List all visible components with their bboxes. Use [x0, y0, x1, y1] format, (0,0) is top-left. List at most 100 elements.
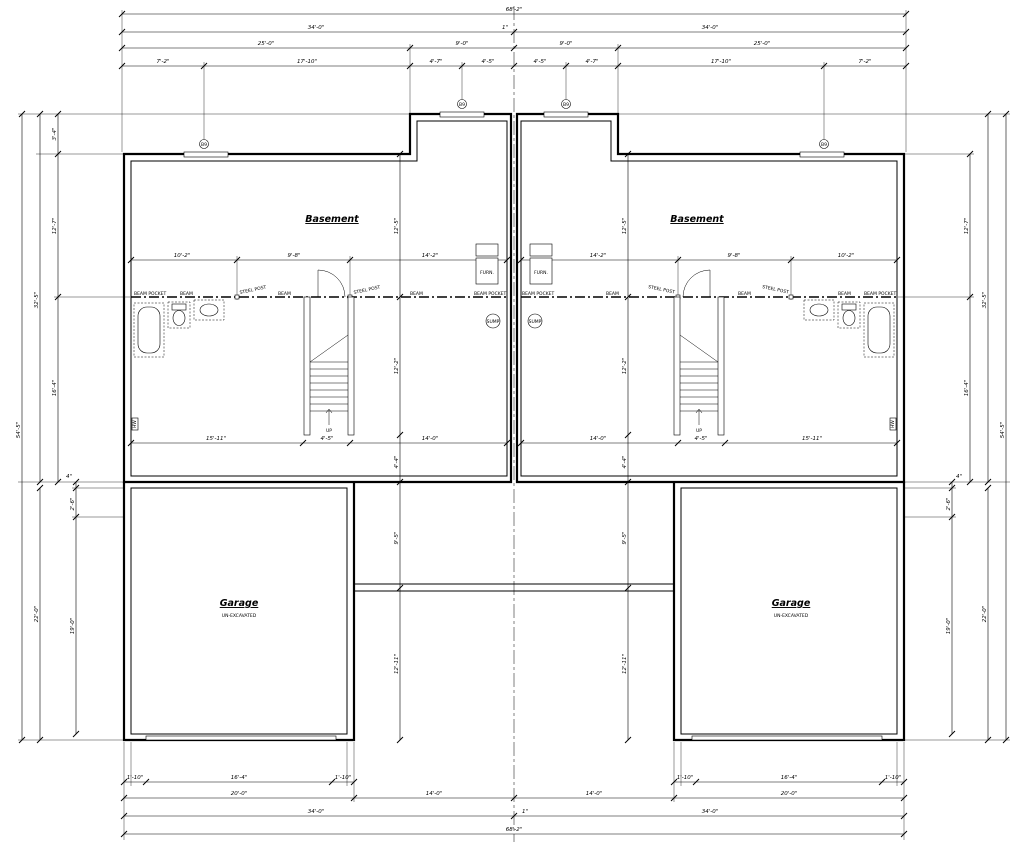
- note-steel-post-l2: STEEL POST: [353, 284, 381, 296]
- dim-row3-r4: 7'-2": [858, 59, 871, 65]
- dim-v-upper-left: 12'-7": [52, 218, 58, 235]
- dim-lower-l3: 14'-0": [422, 436, 439, 442]
- dim-bot-g3-right: 1'-10": [885, 775, 902, 781]
- window-tag-2: B9: [459, 102, 465, 108]
- room-label-garage-left: Garage: [220, 598, 259, 609]
- dim-bot-party: 1": [522, 809, 528, 815]
- dim-row2-right-b: 25'-0": [754, 41, 771, 47]
- dim-base-r2: 9'-8": [727, 253, 740, 259]
- dim-row3-r3: 17'-10": [711, 59, 731, 65]
- top-dimensions: 68'-2" 34'-0" 34'-0" 1" 25'-0" 9'-0" 9'-…: [118, 7, 910, 152]
- dim-v-base-left: 32'-5": [34, 292, 40, 309]
- dim-base-l3: 14'-2": [422, 253, 439, 259]
- note-beam-pocket-l2: BEAM POCKET: [474, 291, 507, 297]
- note-beam-r2: BEAM: [738, 291, 751, 297]
- dim-v-small-right: 4": [956, 474, 962, 480]
- tub-rough-in-right: [863, 302, 895, 358]
- room-label-basement-left: Basement: [305, 214, 359, 225]
- sump-icon: [527, 313, 543, 329]
- note-beam-l1: BEAM: [180, 291, 193, 297]
- dim-lower-r2: 4'-5": [694, 436, 707, 442]
- sink-icon: [199, 303, 219, 317]
- fixtures-left: HW FURN. SUMP: [131, 243, 501, 431]
- window-tag-icon: [561, 99, 571, 109]
- stairs-up-left: UP: [326, 428, 332, 434]
- dim-v-mid-d-left: 9'-5": [394, 531, 400, 544]
- dim-v-mid-d-right: 9'-5": [622, 531, 628, 544]
- dim-half-top-right: 34'-0": [702, 25, 719, 31]
- furnace-icon: [475, 243, 499, 257]
- window-tag-3: B9: [563, 102, 569, 108]
- furnace-label-right: FURN.: [534, 270, 548, 276]
- dim-bot-r: 20'-0": [781, 791, 798, 797]
- dim-v-base-right: 32'-5": [982, 292, 988, 309]
- dim-row3-r2: 4'-7": [585, 59, 598, 65]
- dim-v-mid-e-left: 12'-11": [394, 654, 400, 674]
- window-tag-icon: [819, 139, 829, 149]
- dim-v-bump-left: 3'-4": [52, 127, 58, 140]
- dim-row3-r1: 4'-5": [533, 59, 546, 65]
- note-beam-pocket-r2: BEAM POCKET: [864, 291, 897, 297]
- dim-v-small2-left: 2'-6": [70, 497, 76, 510]
- water-heater-icon: [889, 417, 897, 431]
- dim-v-total-right: 54'-5": [1000, 422, 1006, 439]
- dim-row3-l3: 4'-7": [429, 59, 442, 65]
- dim-row2-left-b: 9'-0": [455, 41, 468, 47]
- interior-vertical-dimensions: 12'-5" 12'-2" 4'-4" 9'-5" 12'-11" 12'-5"…: [394, 150, 632, 744]
- dim-v-small-left: 4": [66, 474, 72, 480]
- room-label-basement-right: Basement: [670, 214, 724, 225]
- dim-row3-l1: 7'-2": [156, 59, 169, 65]
- dim-v-mid-c-left: 4'-4": [394, 455, 400, 468]
- dim-row3-l2: 17'-10": [297, 59, 317, 65]
- dim-bot-g3-left: 1'-10": [335, 775, 352, 781]
- dim-bot-mid-r: 14'-0": [586, 791, 603, 797]
- dim-bot-g1-right: 1'-10": [677, 775, 694, 781]
- sump-label-right: SUMP: [529, 319, 542, 325]
- tub-rough-in-left: [133, 302, 165, 358]
- dim-bot-g2-right: 16'-4": [781, 775, 798, 781]
- dim-v-mid-a-left: 12'-5": [394, 218, 400, 235]
- dim-v-garage-in-left: 19'-0": [70, 618, 76, 635]
- note-beam-l2: BEAM: [278, 291, 291, 297]
- note-beam-pocket-l1: BEAM POCKET: [134, 291, 167, 297]
- note-steel-post-r2: STEEL POST: [762, 284, 790, 296]
- sump-label-left: SUMP: [487, 319, 500, 325]
- dim-v-total-left: 54'-5": [16, 422, 22, 439]
- stairs-up-right: UP: [696, 428, 702, 434]
- note-beam-pocket-r1: BEAM POCKET: [522, 291, 555, 297]
- dim-lower-l2: 4'-5": [320, 436, 333, 442]
- left-vertical-dimensions: 54'-5" 32'-5" 22'-0" 3'-4" 12'-7" 16'-4"…: [16, 110, 410, 744]
- dim-base-l1: 10'-2": [174, 253, 191, 259]
- dim-row2-left-a: 25'-0": [258, 41, 275, 47]
- dim-overall-top: 68'-2": [506, 7, 523, 13]
- stairs-right: UP: [673, 269, 725, 436]
- dim-bot-g1-left: 1'-10": [127, 775, 144, 781]
- dim-v-garage-left: 22'-0": [34, 606, 40, 623]
- window-tag-4: B9: [821, 142, 827, 148]
- dim-bot-half-r: 34'-0": [702, 809, 719, 815]
- dim-lower-l1: 15'-11": [206, 436, 226, 442]
- dim-bot-total: 68'-2": [506, 827, 523, 833]
- dim-half-top-left: 34'-0": [308, 25, 325, 31]
- room-sub-garage-right: UN-EXCAVATED: [774, 613, 809, 619]
- dim-v-garage-right: 22'-0": [982, 606, 988, 623]
- note-beam-r3: BEAM: [838, 291, 851, 297]
- basement-dimensions: 10'-2" 9'-8" 14'-2" 14'-2" 9'-8" 10'-2" …: [127, 253, 901, 447]
- window-tag-1: B9: [201, 142, 207, 148]
- dim-base-r1: 14'-2": [590, 253, 607, 259]
- dim-lower-r1: 14'-0": [590, 436, 607, 442]
- note-beam-l3: BEAM: [410, 291, 423, 297]
- dim-v-mid-b-right: 12'-2": [622, 358, 628, 375]
- room-sub-garage-left: UN-EXCAVATED: [222, 613, 257, 619]
- bottom-dimensions: 1'-10" 16'-4" 1'-10" 1'-10" 16'-4" 1'-10…: [120, 742, 908, 840]
- dim-v-upper-right: 12'-7": [964, 218, 970, 235]
- dim-bot-g2-left: 16'-4": [231, 775, 248, 781]
- room-label-garage-right: Garage: [772, 598, 811, 609]
- tub-icon: [137, 306, 161, 354]
- dim-row3-l4: 4'-5": [481, 59, 494, 65]
- note-steel-post-r1: STEEL POST: [648, 284, 676, 296]
- toilet-icon: [842, 310, 856, 326]
- dim-bot-half-l: 34'-0": [308, 809, 325, 815]
- fixtures-right: HW FURN. SUMP: [527, 243, 897, 431]
